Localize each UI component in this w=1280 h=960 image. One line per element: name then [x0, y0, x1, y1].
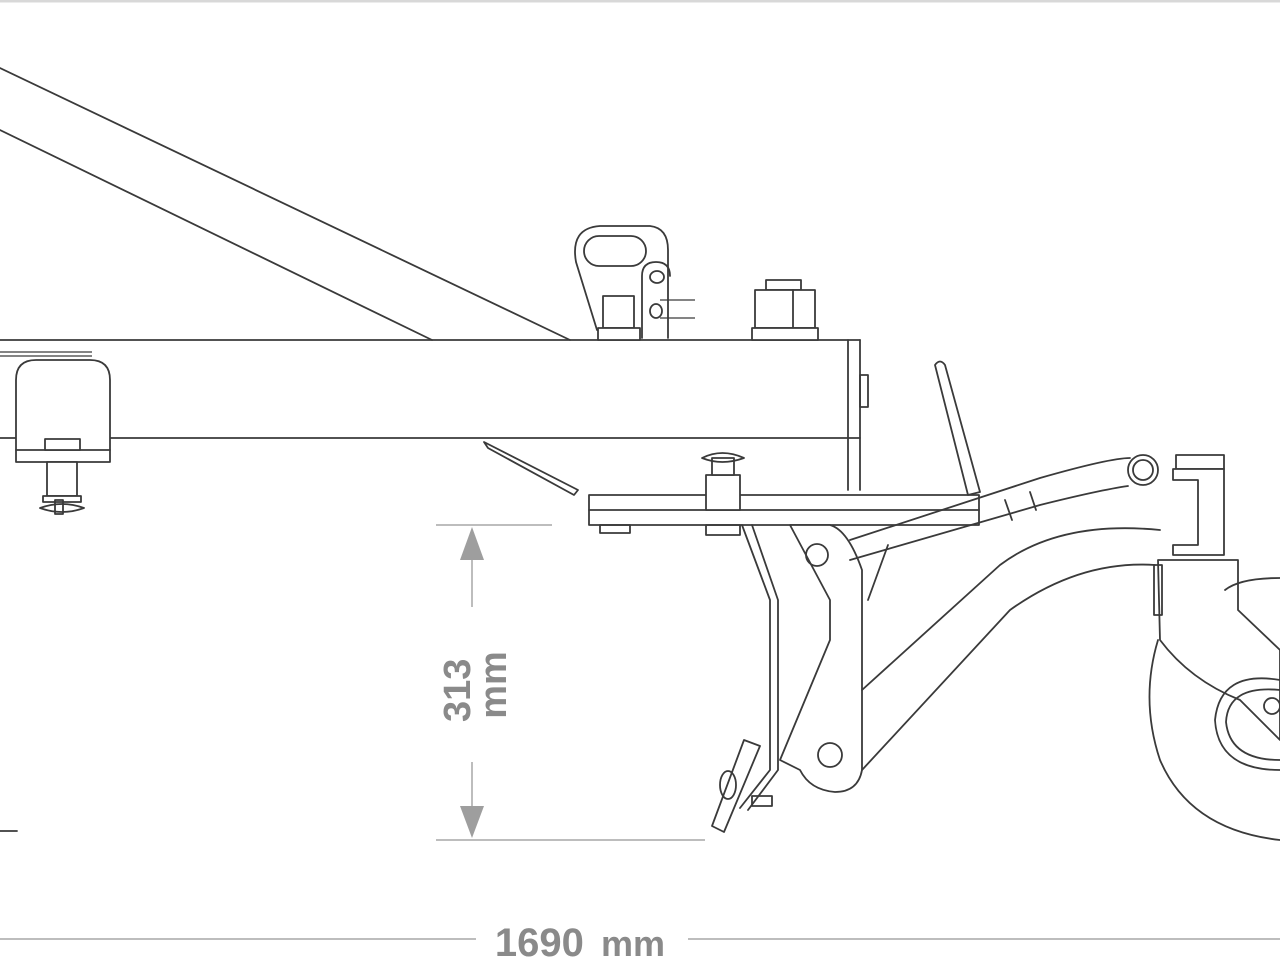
mounting-plate	[483, 441, 980, 536]
height-dimension: 313 mm	[436, 524, 705, 841]
svg-text:1690 mm: 1690 mm	[495, 921, 665, 960]
length-dimension: 1690 mm	[0, 921, 1280, 960]
top-link-bracket	[15, 359, 111, 515]
svg-text:313 mm: 313 mm	[437, 648, 515, 722]
lifting-eye	[574, 225, 695, 341]
length-unit: mm	[601, 923, 665, 960]
hex-nut	[751, 279, 819, 341]
wheel-arm	[849, 454, 1161, 771]
main-beam	[0, 339, 869, 491]
tine-shank	[711, 524, 779, 833]
gauge-wheel	[1148, 577, 1280, 841]
parking-stand	[934, 360, 981, 496]
drawbar-arm	[0, 67, 571, 341]
height-value: 313	[437, 659, 479, 722]
length-value: 1690	[495, 921, 584, 960]
tine-bracket	[779, 524, 863, 793]
height-unit: mm	[473, 651, 515, 719]
wheel-fork	[1153, 454, 1280, 741]
